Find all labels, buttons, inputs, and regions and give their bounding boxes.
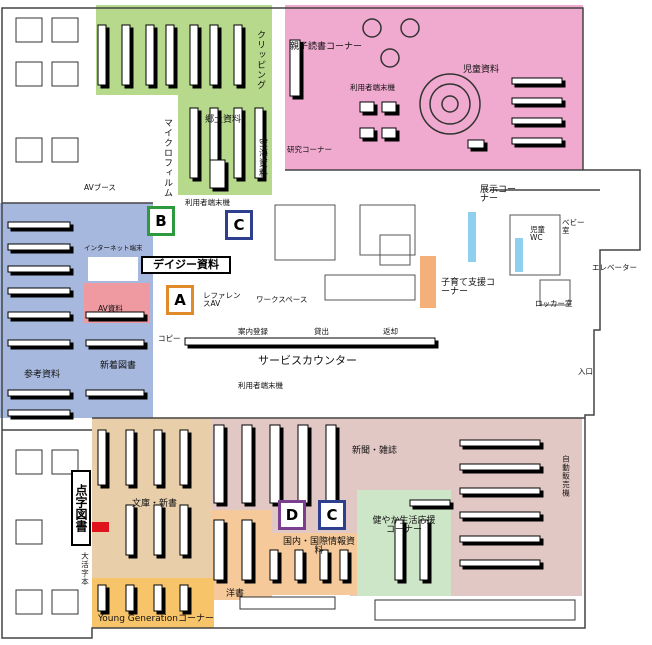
daisy-label: デイジー資料 [141,256,231,274]
shelves-reference [7,221,145,417]
left-tables [15,17,79,615]
label-user-terminal-top: 利用者端末機 [350,83,395,92]
shelves-kids [289,39,563,149]
label-sanko: 参考資料 [24,370,61,380]
stack-area [92,418,214,578]
label-baby-room: ベビー室 [562,218,585,235]
label-kyodo: 郷土資料 [205,115,242,125]
label-copy: コピー [158,334,181,343]
health-area [357,490,451,596]
shelves-middle [213,424,349,581]
young-area [92,578,214,628]
label-kokunai: 国内・国際情報資料 [283,537,356,556]
label-yosho: 洋書 [226,589,245,599]
shelves-local [97,24,264,179]
label-av-booth: AVブース [84,183,116,192]
label-kashidashi: 貸出 [314,327,329,336]
central-area [274,204,571,306]
label-kukai: 空海資料 [257,138,267,178]
label-clipping: クリッピング [255,30,265,90]
label-annai: 案内登録 [238,327,268,336]
shelves-magazine [394,439,541,581]
building-outline [1,7,641,639]
marker-d[interactable]: D [278,500,306,530]
label-av-shiryo: AV資料 [98,304,123,313]
label-elevator: エレベーター [592,263,637,272]
label-sukoyaka: 健やか生活応援コーナー [372,516,436,535]
label-reference: レファレンスAV [203,291,241,308]
label-jidohanbaiki: 自動販売機 [561,455,571,498]
marker-a[interactable]: A [166,285,194,315]
label-locker: ロッカー室 [535,299,573,308]
marker-b[interactable]: B [147,206,175,236]
label-microfilm: マイクロフィルム [162,118,172,198]
label-internet: インターネット端末 [84,244,143,252]
kosodate-area [420,256,436,308]
kids-circle [362,18,481,135]
label-daikatsuji: 大活字本 [80,552,90,586]
label-workspace: ワークスペース [256,295,308,304]
label-oyako: 親子読書コーナー [290,42,363,52]
marker-c-top[interactable]: C [225,210,253,240]
label-kosodate: 子育て支援コーナー [441,278,496,297]
bottom-tables [239,596,576,621]
label-iriguchi: 入口 [578,367,593,376]
service-counter [184,159,436,346]
marker-c-bottom[interactable]: C [318,500,346,530]
label-shinbun: 新聞・雑誌 [352,446,398,456]
label-bunko: 文庫・新書 [132,499,178,509]
label-service-counter: サービスカウンター [258,354,357,367]
internet-area [88,257,138,281]
label-young-gen: Young Generationコーナー [98,614,214,624]
label-jido: 児童資料 [463,65,500,75]
label-shinchaku: 新着図書 [100,361,137,371]
label-henkyaku: 返却 [383,327,398,336]
label-user-terminal-bottom: 利用者端末機 [238,381,283,390]
tenji-tosho-label: 点字図書 [71,470,91,546]
label-research: 研究コーナー [287,145,332,154]
display-strip [468,212,476,262]
label-tenji-corner: 展示コーナー [480,185,517,204]
label-user-terminal-mid: 利用者端末機 [185,198,230,207]
label-kids-wc: 児童WC [530,225,545,242]
display-strip-2 [515,238,523,272]
red-marker [92,522,109,532]
shelves-bunko [97,429,189,612]
